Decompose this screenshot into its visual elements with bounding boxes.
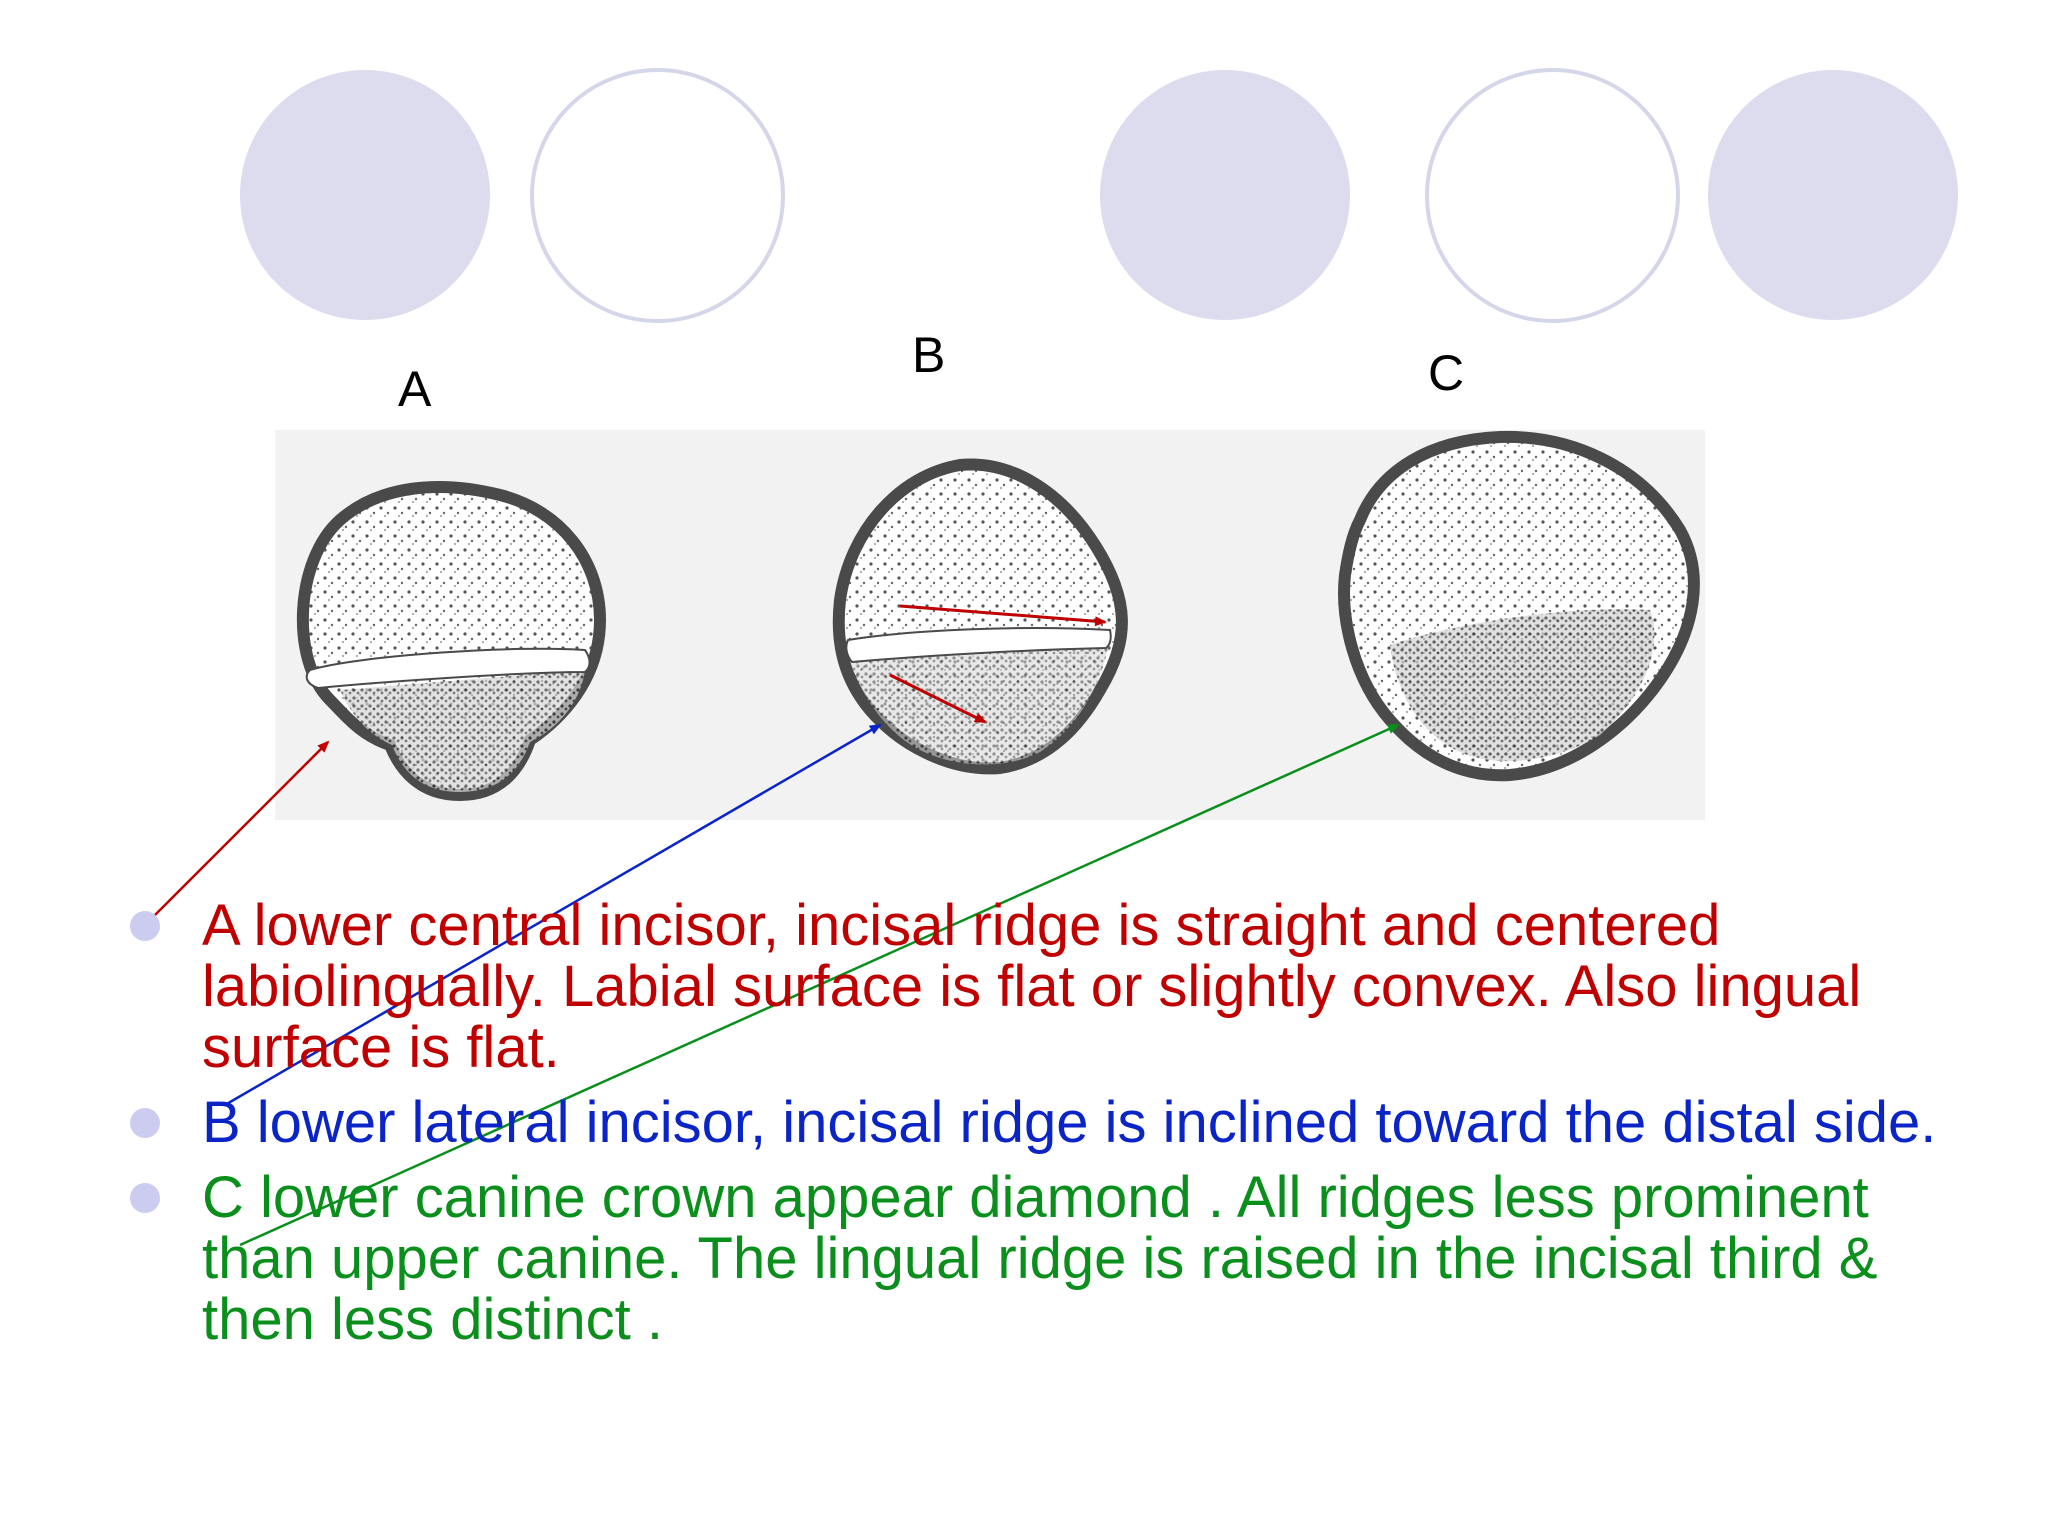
figure-label-b: B [912,327,946,383]
description-list: A lower central incisor, incisal ridge i… [120,895,1950,1364]
decorative-circle-2 [530,68,785,323]
tooth-figure-panel [275,430,1705,820]
figure-label-c: C [1428,345,1465,401]
bullet-text-a: A lower central incisor, incisal ridge i… [202,893,1862,1080]
figure-label-a: A [398,361,432,417]
bullet-text-c: C lower canine crown appear diamond . Al… [202,1165,1878,1352]
bullet-dot-icon [130,1183,160,1213]
bullet-dot-icon [130,911,160,941]
bullet-item-a: A lower central incisor, incisal ridge i… [120,895,1950,1078]
decorative-circle-3 [1100,70,1350,320]
decorative-circle-5 [1708,70,1958,320]
bullet-item-c: C lower canine crown appear diamond . Al… [120,1167,1950,1350]
bullet-text-b: B lower lateral incisor, incisal ridge i… [202,1090,1937,1155]
bullet-dot-icon [130,1108,160,1138]
decorative-circle-1 [240,70,490,320]
decorative-circle-4 [1425,68,1680,323]
bullet-item-b: B lower lateral incisor, incisal ridge i… [120,1092,1950,1153]
